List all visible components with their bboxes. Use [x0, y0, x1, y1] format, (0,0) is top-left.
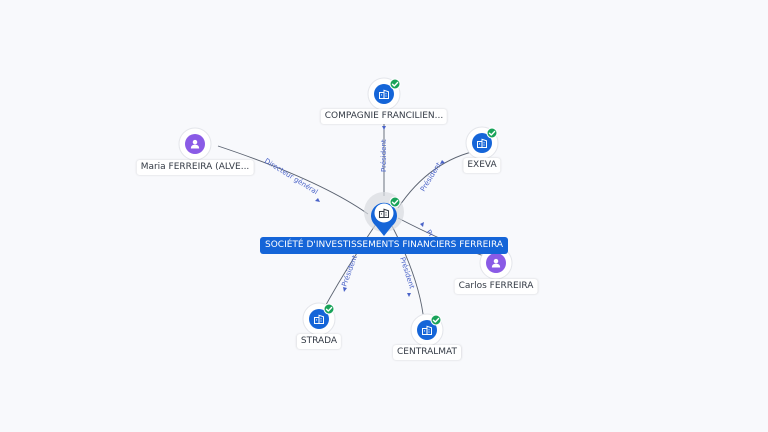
edge-label-exeva: Président: [419, 161, 443, 193]
node-label-exeva[interactable]: EXEVA: [463, 158, 501, 173]
arrow-carlos: [420, 222, 424, 227]
edge-label-strada: Président: [340, 254, 359, 288]
edges: [217, 98, 491, 323]
edge-maria: [217, 145, 369, 215]
check-icon: [389, 196, 401, 208]
edge-label-carlos: Pr: [424, 228, 435, 239]
node-label-maria[interactable]: Maria FERREIRA (ALVE...: [136, 160, 254, 175]
check-icon: [430, 314, 442, 326]
node-label-compagnie[interactable]: COMPAGNIE FRANCILIEN...: [320, 109, 448, 124]
node-label-centralmat[interactable]: CENTRALMAT: [393, 345, 461, 360]
node-centralmat[interactable]: [410, 313, 444, 347]
check-icon: [486, 127, 498, 139]
check-icon: [323, 303, 335, 315]
arrow-centralmat: [407, 293, 411, 297]
edge-label-centralmat: Président: [398, 256, 416, 290]
arrow-strada: [343, 287, 347, 292]
node-exeva[interactable]: [465, 126, 499, 160]
arrow-exeva: [440, 160, 445, 164]
node-maria[interactable]: [178, 127, 212, 161]
node-label-strada[interactable]: STRADA: [296, 334, 342, 349]
arrow-maria: [315, 198, 320, 202]
node-label-carlos[interactable]: Carlos FERREIRA: [454, 279, 538, 294]
node-compagnie[interactable]: [367, 77, 401, 111]
edge-arrows: [315, 126, 445, 297]
main-node-label[interactable]: SOCIÉTÉ D'INVESTISSEMENTS FINANCIERS FER…: [260, 237, 508, 254]
node-carlos[interactable]: [479, 246, 513, 280]
main-node[interactable]: [364, 192, 404, 236]
arrow-compagnie: [382, 126, 386, 130]
edge-label-compagnie: Président: [380, 139, 388, 172]
edge-strada: [321, 223, 377, 313]
node-strada[interactable]: [302, 302, 336, 336]
check-icon: [389, 78, 401, 90]
edge-label-maria: Directeur général: [263, 157, 319, 196]
